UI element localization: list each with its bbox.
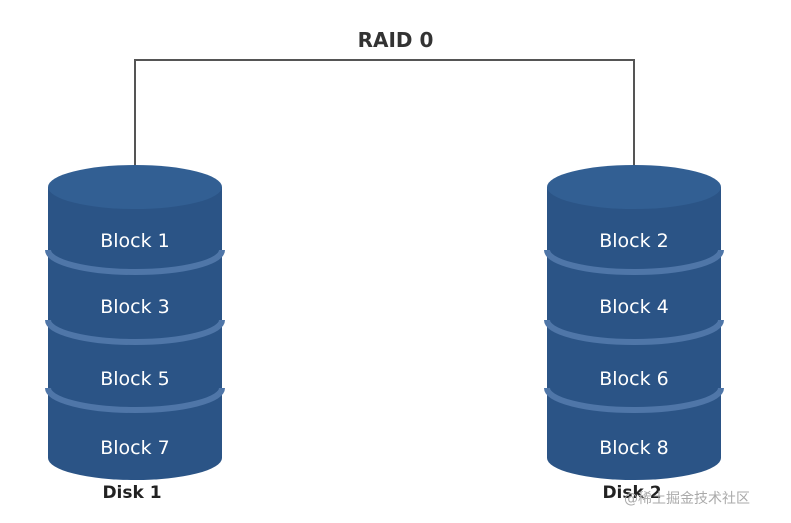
- segment-separator: [45, 387, 225, 413]
- disk-1-label: Disk 1: [102, 483, 162, 503]
- raid-title: RAID 0: [357, 28, 434, 52]
- segment-separator: [544, 387, 724, 413]
- cylinder-top: [48, 165, 222, 209]
- segment-separator: [544, 319, 724, 345]
- block-label: Block 6: [599, 368, 669, 390]
- watermark-text: @稀土掘金技术社区: [624, 491, 750, 507]
- block-label: Block 5: [100, 368, 170, 390]
- block-label: Block 8: [599, 437, 669, 459]
- block-label: Block 1: [100, 230, 170, 252]
- disk-1-cylinder: Block 1 Block 3 Block 5 Block 7: [45, 165, 225, 480]
- cylinder-top: [547, 165, 721, 209]
- segment-separator: [45, 319, 225, 345]
- segment-separator: [45, 249, 225, 275]
- disk-2-cylinder: Block 2 Block 4 Block 6 Block 8: [544, 165, 724, 480]
- block-label: Block 2: [599, 230, 669, 252]
- block-label: Block 3: [100, 296, 170, 318]
- block-label: Block 7: [100, 437, 170, 459]
- segment-separator: [544, 249, 724, 275]
- block-label: Block 4: [599, 296, 669, 318]
- disk-2-label: Disk 2: [602, 483, 662, 503]
- raid-connector-line: [134, 59, 635, 190]
